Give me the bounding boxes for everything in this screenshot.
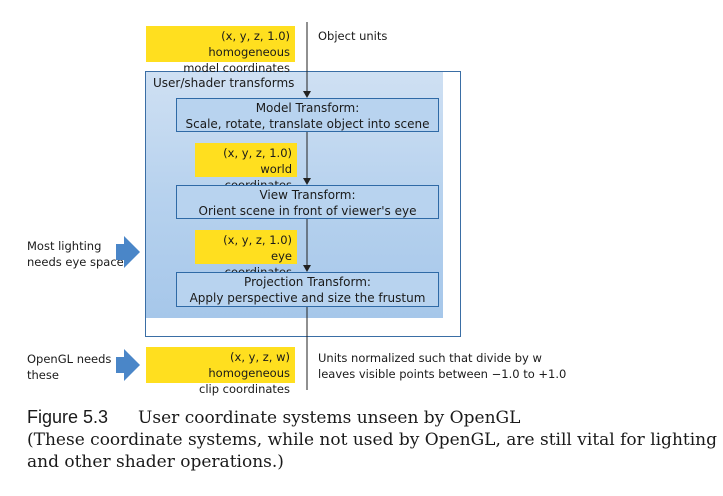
connector-layer [116, 22, 311, 390]
figure-title: User coordinate systems unseen by OpenGL [138, 408, 521, 428]
clip-coordinates-label: (x, y, z, w) homogeneous clip coordinate… [146, 347, 295, 396]
figure-caption: Figure 5.3 User coordinate systems unseen… [27, 406, 717, 473]
panel-title: User/shader transforms [153, 76, 295, 90]
lighting-note: Most lighting needs eye space [27, 239, 124, 269]
lighting-arrow-icon [116, 236, 140, 268]
caption-heading: Figure 5.3 User coordinate systems unseen… [27, 406, 717, 429]
units-normalized-note: Units normalized such that divide by w l… [318, 351, 567, 381]
caption-body: (These coordinate systems, while not use… [27, 430, 717, 472]
view-transform-box: View Transform: Orient scene in front of… [176, 185, 439, 219]
projection-transform-box: Projection Transform: Apply perspective … [176, 272, 439, 307]
coordinate-diagram: User/shader transforms (x, y, z, 1.0) ho… [27, 22, 567, 396]
object-units-note: Object units [318, 29, 388, 43]
world-coordinates-label: (x, y, z, 1.0) world coordinates [195, 143, 297, 192]
object-coordinates-label: (x, y, z, 1.0) homogeneous model coordin… [146, 26, 295, 75]
figure-label: Figure 5.3 [27, 407, 109, 427]
opengl-arrow-icon [116, 349, 140, 381]
model-transform-box: Model Transform: Scale, rotate, translat… [176, 98, 439, 132]
opengl-needs-note: OpenGL needs these [27, 352, 112, 382]
